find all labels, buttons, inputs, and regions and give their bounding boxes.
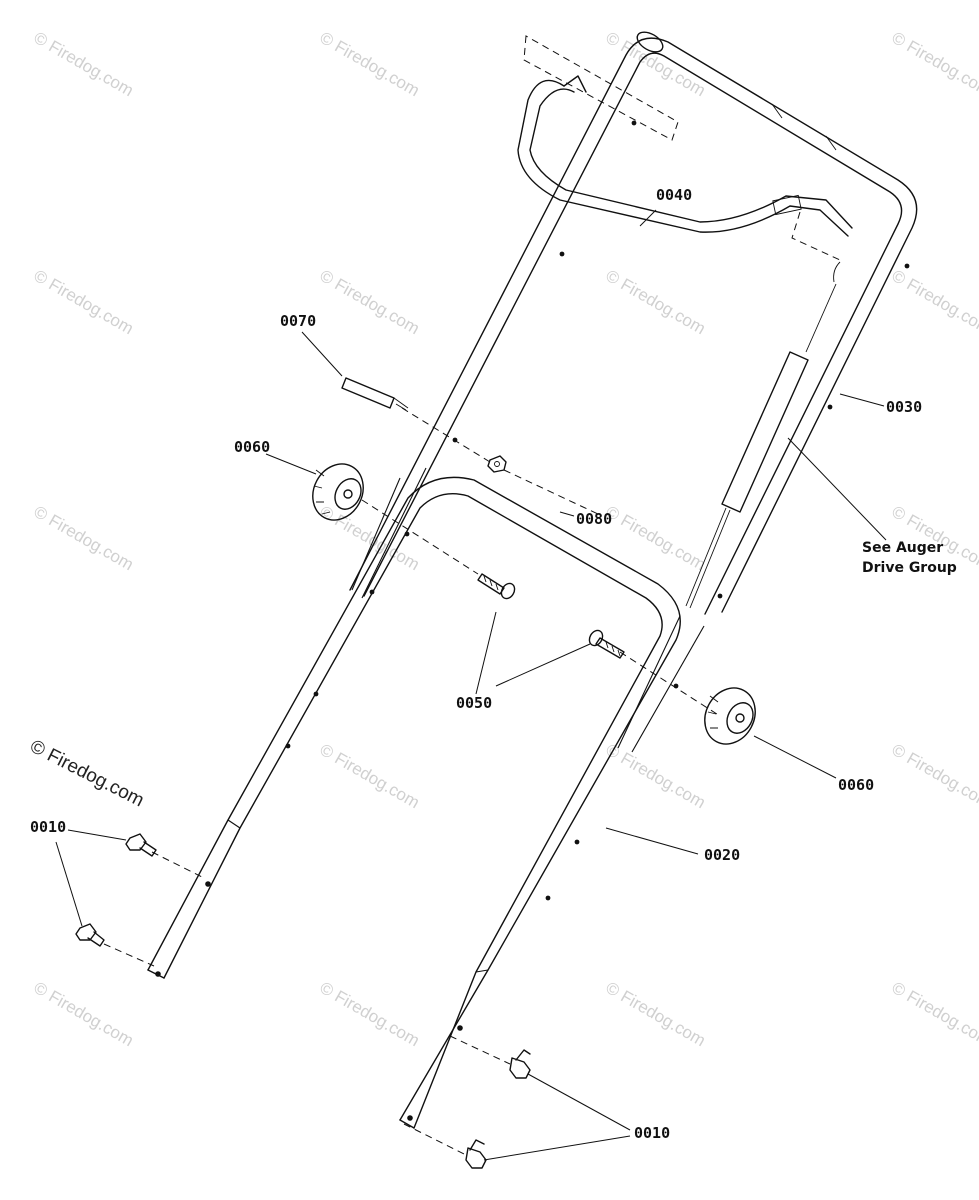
- note-see-auger-line2: Drive Group: [862, 560, 957, 576]
- hex-bolt-right-lower: [465, 1139, 487, 1169]
- knob-right: [704, 687, 756, 745]
- hex-bolt-left-lower: [75, 923, 105, 947]
- callout-0030: 0030: [886, 398, 922, 416]
- callout-0080: 0080: [576, 510, 612, 528]
- callout-leaders: [55, 209, 887, 1161]
- hex-bolt-right-upper: [509, 1049, 531, 1079]
- note-see-auger-line1: See Auger: [862, 540, 943, 556]
- carriage-bolt-upper: [477, 573, 516, 600]
- hex-nut: [487, 455, 507, 473]
- control-bail: [517, 75, 853, 237]
- callout-0060-right: 0060: [838, 776, 874, 794]
- callout-0020: 0020: [704, 846, 740, 864]
- callout-0070: 0070: [280, 312, 316, 330]
- knob-left: [312, 463, 364, 521]
- upper-handle: [349, 31, 918, 615]
- hex-bolt-left-upper: [125, 833, 157, 857]
- callout-0060-left: 0060: [234, 438, 270, 456]
- assembly-lines: [103, 407, 721, 1157]
- auger-cable: [685, 211, 841, 609]
- callout-0040: 0040: [656, 186, 692, 204]
- callout-0010-right: 0010: [634, 1124, 670, 1142]
- callout-0010-left: 0010: [30, 818, 66, 836]
- cable-adjuster: [341, 377, 409, 411]
- carriage-bolt-lower: [588, 629, 625, 659]
- callout-0050: 0050: [456, 694, 492, 712]
- bail-reference-frame: [523, 35, 679, 141]
- lower-handle: [147, 467, 723, 1129]
